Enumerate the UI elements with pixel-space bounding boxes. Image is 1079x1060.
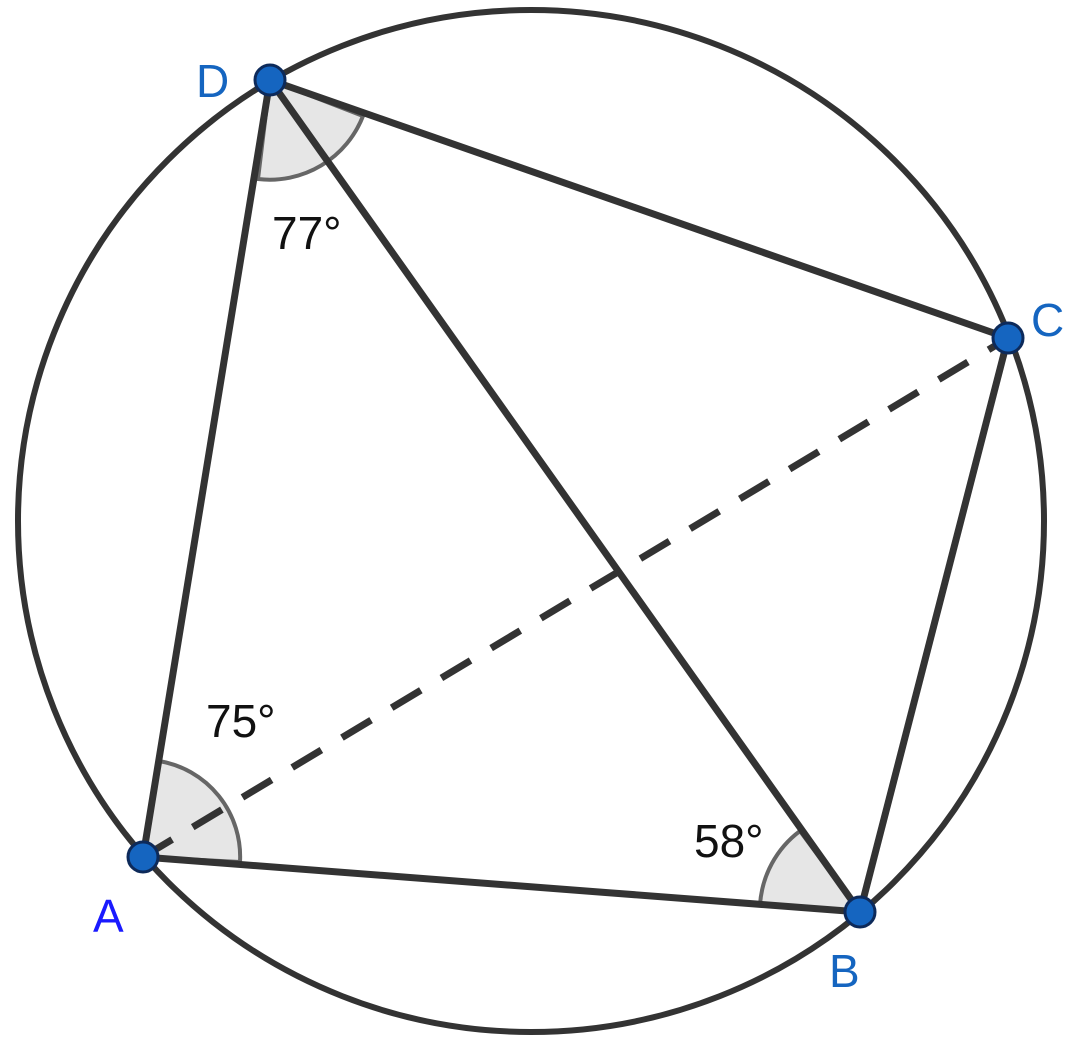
angle-label-D: 77°: [272, 207, 342, 259]
point-D: [253, 63, 287, 97]
segment-DA: [139, 79, 274, 858]
segment-AB: [142, 853, 861, 916]
label-B: B: [829, 945, 860, 997]
label-A: A: [93, 890, 124, 942]
point-A: [126, 840, 160, 874]
angle-marker-A: [140, 758, 243, 865]
label-D: D: [196, 55, 229, 107]
circumcircle: [15, 7, 1047, 1035]
point-B: [843, 895, 877, 929]
segment-CB: [856, 337, 1012, 913]
angle-label-B: 58°: [694, 815, 764, 867]
segment-DC: [268, 76, 1010, 342]
diagonal-DB: [267, 77, 863, 915]
angle-label-A: 75°: [206, 695, 276, 747]
point-C: [991, 321, 1025, 355]
diagonal-AC-dashed: [141, 334, 1010, 861]
label-C: C: [1031, 294, 1064, 346]
